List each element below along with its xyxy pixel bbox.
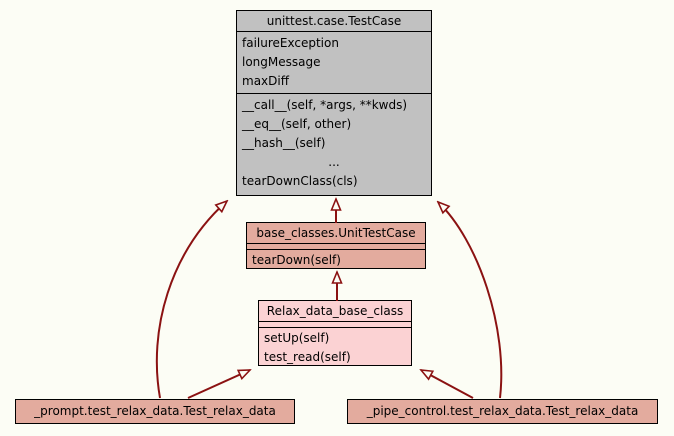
class-title: _prompt.test_relax_data.Test_relax_data (34, 404, 276, 418)
method-row: tearDownClass(cls) (242, 174, 358, 188)
attribute-row: failureException (242, 36, 339, 50)
attributes-compartment (259, 321, 411, 327)
edge-prompt-to-relaxbase (187, 369, 250, 399)
edge-pipe-to-relaxbase (421, 370, 474, 399)
method-row: setUp(self) (264, 331, 330, 345)
method-row: test_read(self) (264, 350, 351, 364)
method-row: __eq__(self, other) (242, 117, 352, 131)
class-title: unittest.case.TestCase (266, 14, 402, 28)
methods-compartment: __call__(self, *args, **kwds) __eq__(sel… (237, 93, 431, 193)
method-row: tearDown(self) (252, 253, 341, 267)
class-box-pipe-control-test-relax-data[interactable]: _pipe_control.test_relax_data.Test_relax… (347, 399, 658, 424)
class-title: Relax_data_base_class (266, 304, 404, 318)
methods-compartment: tearDown(self) (247, 249, 425, 268)
edge-pipe-to-testcase (438, 202, 503, 399)
method-row: __hash__(self) (242, 136, 326, 150)
attributes-compartment (247, 243, 425, 249)
class-box-base-classes-unittestcase[interactable]: base_classes.UnitTestCase tearDown(self) (246, 222, 426, 269)
ellipsis-row: ... (328, 155, 340, 169)
attribute-row: maxDiff (242, 74, 289, 88)
method-row: __call__(self, *args, **kwds) (242, 98, 408, 112)
class-title: _pipe_control.test_relax_data.Test_relax… (366, 404, 639, 418)
edge-prompt-to-testcase (155, 201, 227, 399)
attribute-row: longMessage (242, 55, 321, 69)
attributes-compartment: failureException longMessage maxDiff (237, 31, 431, 93)
methods-compartment: setUp(self) test_read(self) (259, 327, 411, 365)
class-box-unittest-case-testcase[interactable]: unittest.case.TestCase failureException … (236, 10, 432, 196)
class-box-relax-data-base-class[interactable]: Relax_data_base_class setUp(self) test_r… (258, 300, 412, 366)
class-title: base_classes.UnitTestCase (256, 226, 416, 240)
class-box-prompt-test-relax-data[interactable]: _prompt.test_relax_data.Test_relax_data (15, 399, 295, 424)
